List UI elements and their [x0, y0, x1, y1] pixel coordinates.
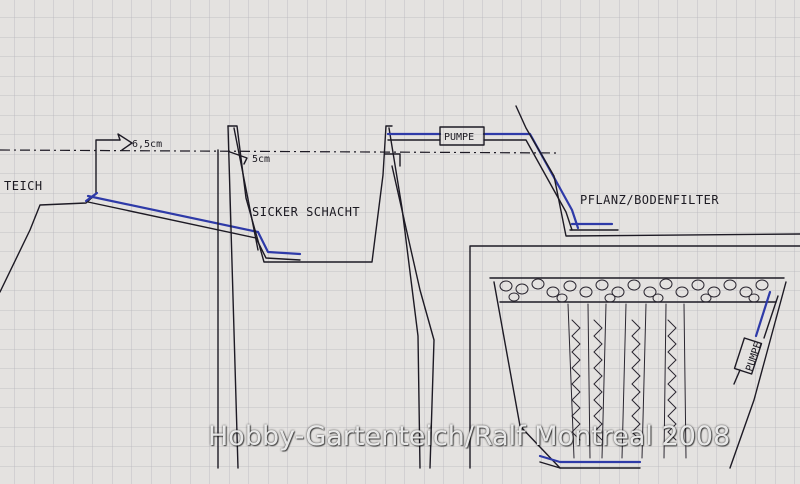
watermark: Hobby-Gartenteich/Ralf Montreal 2008 [208, 421, 731, 452]
seepage-shaft [217, 125, 435, 469]
detail-drain-pipe [538, 454, 642, 469]
pond-bank [0, 133, 133, 293]
pipe-pond-to-shaft [84, 191, 302, 261]
label-teich: TEICH [4, 179, 43, 193]
label-pumpe: PUMPE [444, 132, 474, 143]
plant-filter-slope [515, 105, 800, 237]
label-dim-5: 5cm [252, 154, 270, 165]
pebble-layer [499, 278, 769, 303]
water-level-line [0, 149, 561, 154]
label-pflanz-bodenfilter: PFLANZ/BODENFILTER [580, 193, 719, 207]
label-dim-65: 6,5cm [132, 139, 162, 150]
label-sicker-schacht: SICKER SCHACHT [252, 205, 360, 219]
detail-inset [469, 245, 800, 469]
pipe-pump-to-filter [386, 126, 619, 231]
detail-pump [733, 290, 779, 385]
root-columns [567, 303, 687, 459]
